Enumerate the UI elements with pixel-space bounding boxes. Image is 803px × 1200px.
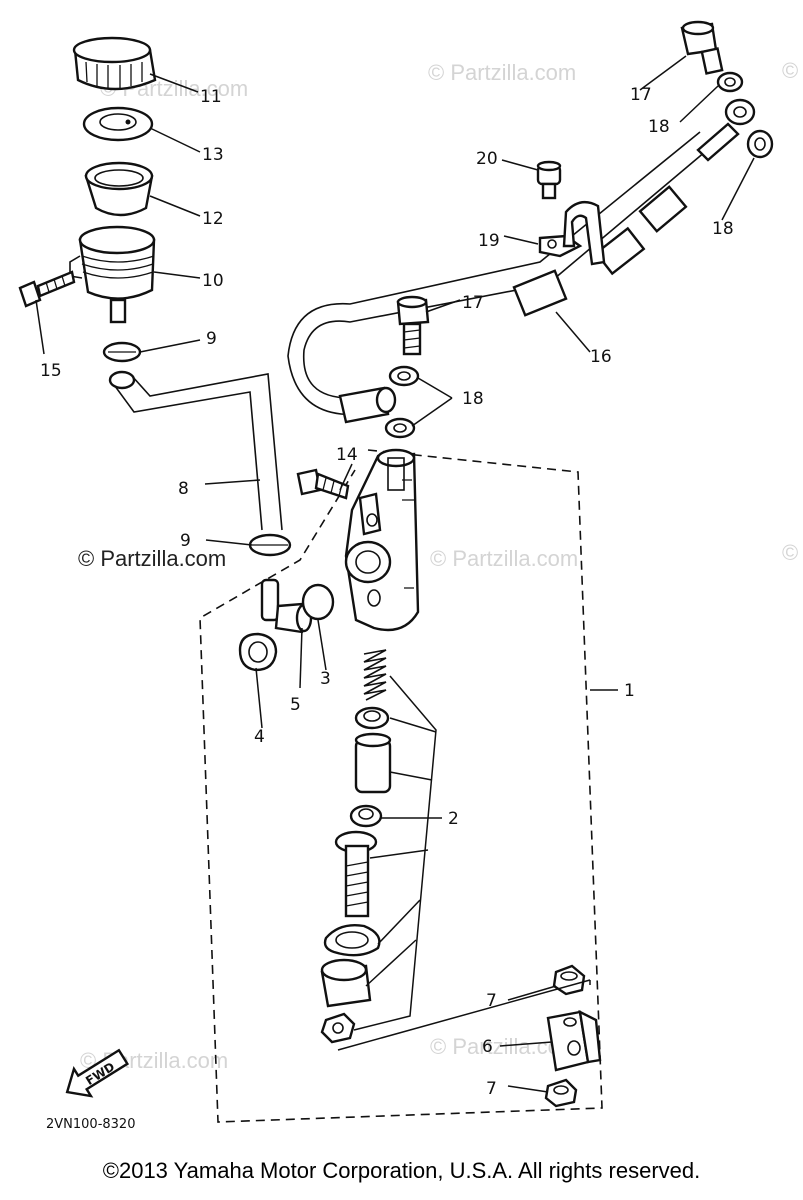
part-18-washer[interactable]	[716, 71, 744, 93]
part-13-diaphragm-plate[interactable]	[82, 106, 154, 142]
diagram-code: 2VN100-8320	[46, 1117, 135, 1132]
part-9-hose-clip[interactable]	[102, 341, 142, 363]
callout-7: 7	[486, 1079, 497, 1099]
callout-12: 12	[202, 209, 224, 229]
part-8-hose[interactable]	[108, 370, 283, 531]
master-cylinder-body[interactable]	[344, 448, 420, 632]
callout-9: 9	[180, 531, 191, 551]
part-7-nut[interactable]	[544, 1078, 578, 1108]
callout-18: 18	[462, 389, 484, 409]
callout-10: 10	[202, 271, 224, 291]
callout-14: 14	[336, 445, 358, 465]
part-6-clevis[interactable]	[546, 1009, 602, 1072]
callout-17: 17	[462, 293, 484, 313]
part-16-brake-hose[interactable]	[287, 122, 740, 416]
part-18-washer[interactable]	[388, 365, 420, 387]
callout-16: 16	[590, 347, 612, 367]
callout-20: 20	[476, 149, 498, 169]
callout-19: 19	[478, 231, 500, 251]
watermark: ©	[782, 540, 798, 565]
callout-17: 17	[630, 85, 652, 105]
copyright-notice: ©2013 Yamaha Motor Corporation, U.S.A. A…	[102, 1158, 701, 1183]
part-4-circlip[interactable]	[238, 632, 278, 672]
part-10-reservoir[interactable]	[69, 225, 156, 324]
watermark: © Partzilla.com	[430, 546, 578, 571]
callout-6: 6	[482, 1037, 493, 1057]
part-15-screw[interactable]	[18, 270, 76, 308]
part-12-diaphragm[interactable]	[84, 161, 154, 217]
callout-18: 18	[648, 117, 670, 137]
banjo-fitting[interactable]	[338, 386, 397, 424]
watermark: ©	[782, 58, 798, 83]
part-18-washer[interactable]	[384, 417, 416, 439]
callout-3: 3	[320, 669, 331, 689]
callout-2: 2	[448, 809, 459, 829]
part-7-nut[interactable]	[552, 964, 586, 996]
part-9-hose-clip[interactable]	[248, 533, 292, 557]
callout-7: 7	[486, 991, 497, 1011]
callout-15: 15	[40, 361, 62, 381]
callout-4: 4	[254, 727, 265, 747]
part-19-hose-holder[interactable]	[538, 200, 606, 266]
part-18-washer[interactable]	[746, 129, 774, 159]
part-5-hose-joint[interactable]	[260, 578, 313, 634]
part-3-o-ring[interactable]	[301, 583, 335, 621]
callout-5: 5	[290, 695, 301, 715]
assembly-outline	[199, 449, 603, 1123]
watermark: © Partzilla.com	[428, 60, 576, 85]
part-14-bolt[interactable]	[296, 468, 350, 500]
callout-9: 9	[206, 329, 217, 349]
part-17-union-bolt[interactable]	[396, 295, 430, 356]
part-20-screw[interactable]	[536, 160, 562, 200]
watermark: © Partzilla.com	[78, 546, 226, 571]
part-17-union-bolt[interactable]	[680, 20, 724, 75]
banjo-fitting[interactable]	[724, 98, 756, 126]
part-11-cap[interactable]	[72, 36, 157, 91]
leader-lines	[35, 55, 755, 1093]
callout-18: 18	[712, 219, 734, 239]
callout-11: 11	[200, 87, 222, 107]
callout-13: 13	[202, 145, 224, 165]
callout-8: 8	[178, 479, 189, 499]
callout-1: 1	[624, 681, 635, 701]
part-2-piston-kit[interactable]	[320, 649, 392, 1044]
